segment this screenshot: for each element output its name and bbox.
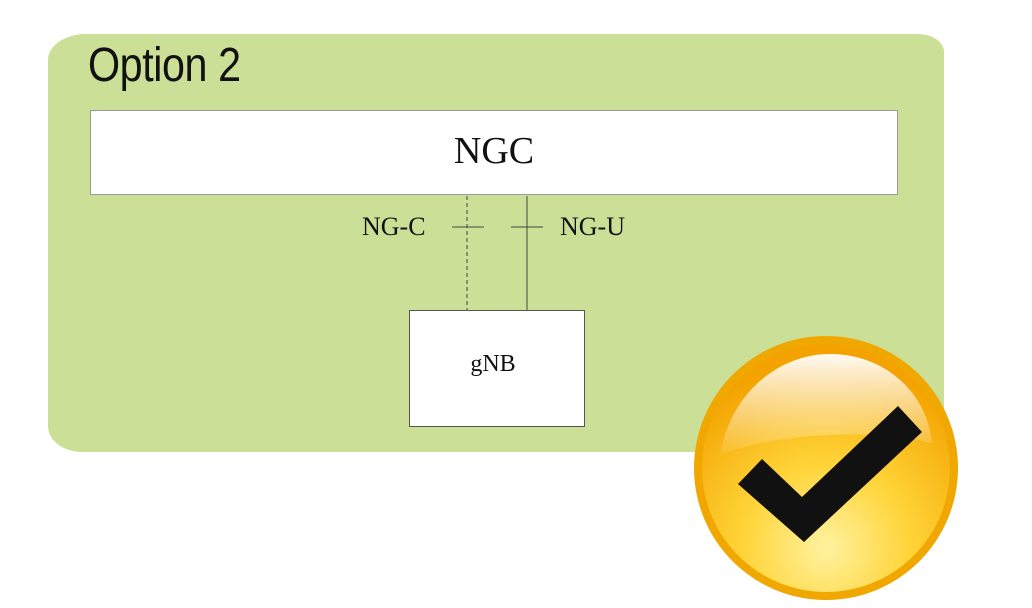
gnb-label: gNB <box>470 351 516 377</box>
checkmark-icon <box>694 336 958 600</box>
ngc-label: NGC <box>453 129 535 172</box>
gnb-box: gNB <box>409 310 585 427</box>
ng-u-label: NG-U <box>560 212 625 241</box>
option-title: Option 2 <box>88 39 241 92</box>
check-mark <box>738 406 922 542</box>
ng-c-label: NG-C <box>362 212 426 241</box>
ngc-box: NGC <box>90 110 898 195</box>
